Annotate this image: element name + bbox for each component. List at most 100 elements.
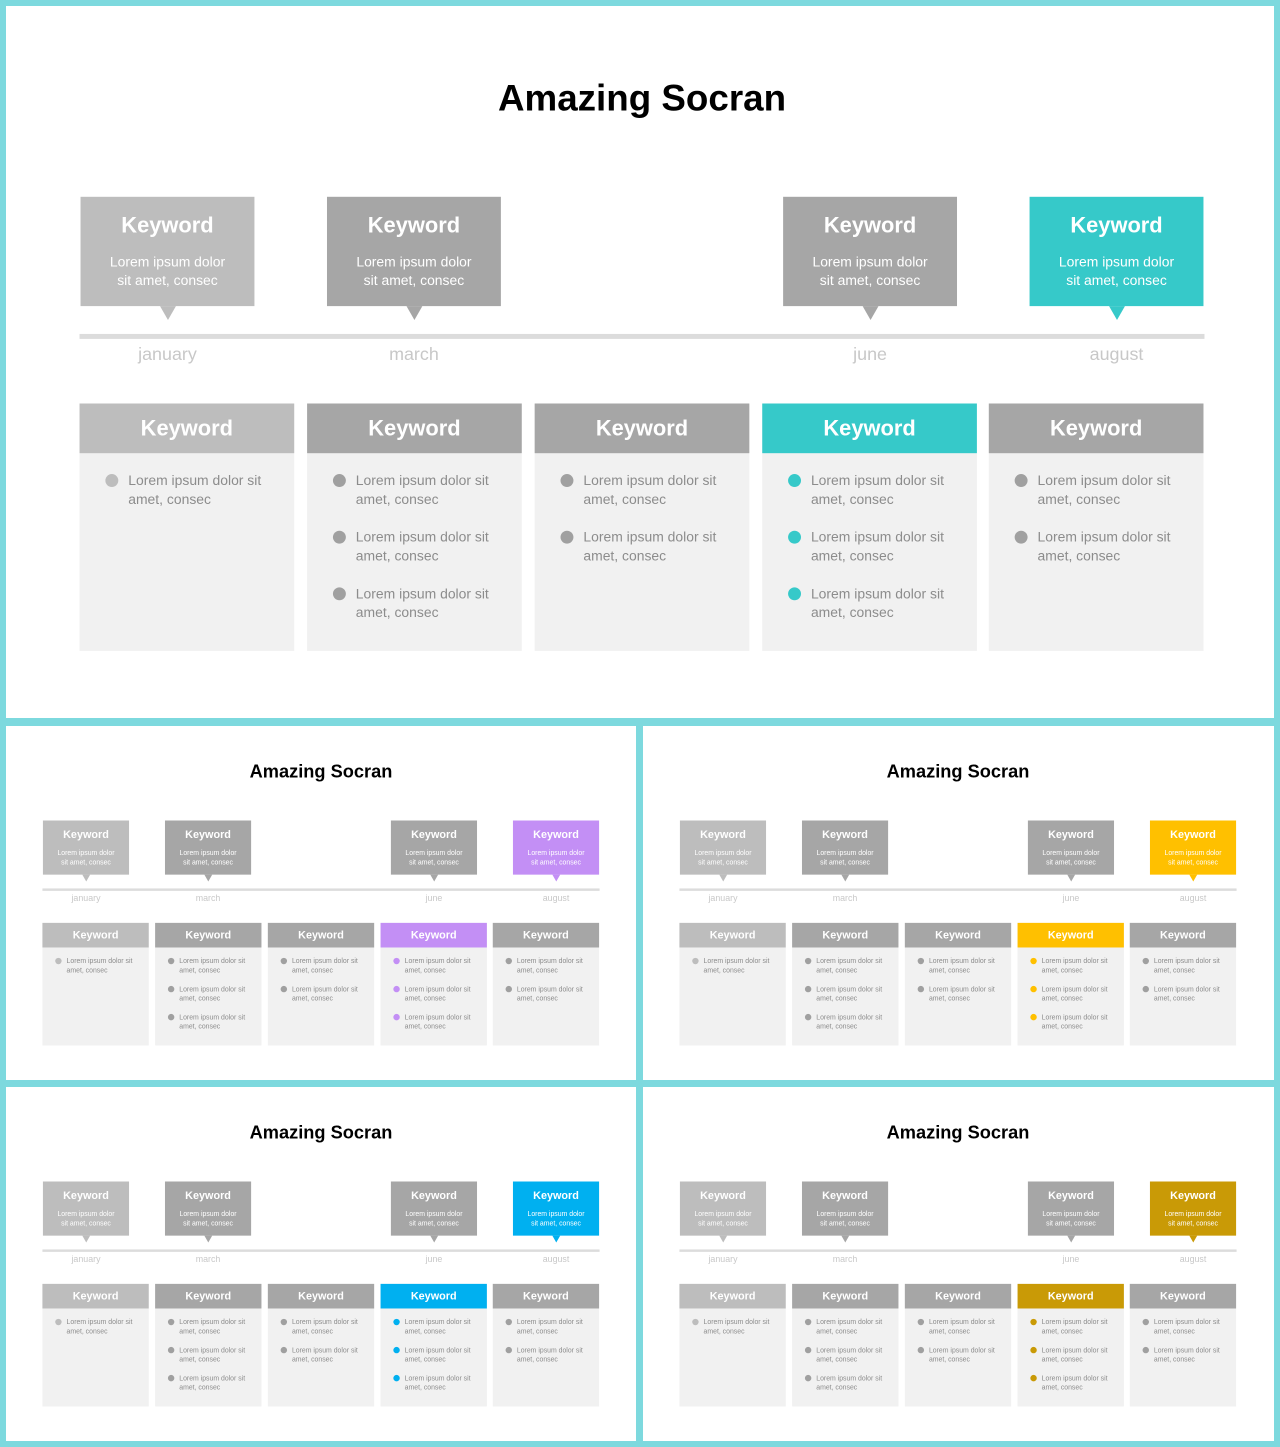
bullet-dot-icon	[1030, 1374, 1037, 1382]
bullet-dot-icon	[167, 1318, 175, 1326]
bullet-text: Lorem ipsum dolor sit amet, consec	[1153, 1317, 1220, 1336]
bullet-text: Lorem ipsum dolor sit amet, consec	[816, 984, 883, 1003]
card-bullet: Lorem ipsum dolor sit amet, consec	[332, 471, 506, 509]
keyword-card-2: Keyword Lorem ipsum dolor sit amet, cons…	[792, 1283, 899, 1407]
card-bullet: Lorem ipsum dolor sit amet, consec	[1142, 1345, 1229, 1364]
bullet-dot-icon	[55, 1318, 62, 1326]
keyword-card-4: Keyword Lorem ipsum dolor sit amet, cons…	[380, 1283, 487, 1407]
keyword-card-2: Keyword Lorem ipsum dolor sit amet, cons…	[155, 1283, 262, 1407]
callout-pointer	[204, 1235, 212, 1243]
card-bullet: Lorem ipsum dolor sit amet, consec	[1142, 984, 1229, 1003]
month-label-august: august	[542, 1254, 570, 1265]
timeline-slide: Amazing Socran Keyword Lorem ipsum dolor…	[643, 1087, 1273, 1441]
bullet-text: Lorem ipsum dolor sit amet, consec	[816, 1373, 883, 1392]
bullet-dot-icon	[1030, 957, 1037, 965]
bullet-text: Lorem ipsum dolor sit amet, consec	[404, 1317, 471, 1336]
month-label-january: january	[71, 893, 101, 904]
month-label-january: january	[708, 1254, 738, 1265]
card-bullet: Lorem ipsum dolor sit amet, consec	[55, 1317, 141, 1336]
callout-pointer	[1067, 1235, 1075, 1243]
bullet-dot-icon	[167, 1346, 175, 1354]
bullet-dot-icon	[788, 530, 801, 544]
card-title: Keyword	[792, 922, 899, 948]
bullet-dot-icon	[1030, 1346, 1037, 1354]
card-bullet: Lorem ipsum dolor sit amet, consec	[55, 956, 141, 975]
card-title: Keyword	[762, 403, 977, 454]
month-label-march: march	[832, 893, 858, 904]
bullet-dot-icon	[1014, 474, 1028, 487]
card-bullet: Lorem ipsum dolor sit amet, consec	[167, 1317, 254, 1336]
card-title: Keyword	[1017, 922, 1124, 948]
bullet-text: Lorem ipsum dolor sit amet, consec	[816, 1317, 883, 1336]
card-title: Keyword	[1129, 1283, 1237, 1309]
bullet-dot-icon	[692, 1318, 699, 1326]
bullet-text: Lorem ipsum dolor sit amet, consec	[1041, 956, 1108, 975]
keyword-card-2: Keyword Lorem ipsum dolor sit amet, cons…	[792, 922, 899, 1046]
card-bullet: Lorem ipsum dolor sit amet, consec	[692, 1317, 778, 1336]
bullet-text: Lorem ipsum dolor sit amet, consec	[291, 984, 358, 1003]
callout-june: Keyword Lorem ipsum dolor sit amet, cons…	[390, 1181, 478, 1243]
callout-keyword: Keyword	[1048, 828, 1094, 841]
card-bullet: Lorem ipsum dolor sit amet, consec	[1030, 956, 1116, 975]
month-label-march: march	[195, 893, 221, 904]
card-title: Keyword	[380, 922, 487, 948]
callout-pointer	[1189, 874, 1197, 882]
keyword-card-5: Keyword Lorem ipsum dolor sit amet, cons…	[492, 1283, 600, 1407]
card-bullet: Lorem ipsum dolor sit amet, consec	[505, 1345, 592, 1364]
callout-description: Lorem ipsum dolor sit amet, consec	[694, 848, 752, 866]
timeline-slide: Amazing Socran Keyword Lorem ipsum dolor…	[6, 6, 1274, 718]
card-bullet: Lorem ipsum dolor sit amet, consec	[393, 984, 479, 1003]
bullet-dot-icon	[804, 1318, 812, 1326]
card-bullet: Lorem ipsum dolor sit amet, consec	[804, 1012, 891, 1031]
callout-description: Lorem ipsum dolor sit amet, consec	[57, 848, 115, 866]
bullet-dot-icon	[167, 1374, 175, 1382]
callout-description: Lorem ipsum dolor sit amet, consec	[179, 848, 237, 866]
bullet-text: Lorem ipsum dolor sit amet, consec	[703, 956, 770, 975]
bullet-text: Lorem ipsum dolor sit amet, consec	[179, 956, 246, 975]
callout-pointer	[1189, 1235, 1197, 1243]
bullet-dot-icon	[1142, 1346, 1149, 1354]
month-label-june: june	[425, 893, 443, 904]
bullet-text: Lorem ipsum dolor sit amet, consec	[928, 984, 995, 1003]
callout-march: Keyword Lorem ipsum dolor sit amet, cons…	[164, 820, 252, 882]
bullet-text: Lorem ipsum dolor sit amet, consec	[703, 1317, 770, 1336]
keyword-card-1: Keyword Lorem ipsum dolor sit amet, cons…	[679, 1283, 786, 1407]
month-label-june: june	[1062, 893, 1080, 904]
bullet-dot-icon	[280, 1318, 288, 1326]
card-bullet: Lorem ipsum dolor sit amet, consec	[505, 1317, 592, 1336]
bullet-text: Lorem ipsum dolor sit amet, consec	[1037, 472, 1171, 507]
timeline-line	[42, 888, 600, 891]
bullet-dot-icon	[280, 985, 288, 993]
callout-january: Keyword Lorem ipsum dolor sit amet, cons…	[42, 1181, 130, 1243]
callout-keyword: Keyword	[823, 212, 917, 238]
month-label-march: march	[832, 1254, 858, 1265]
bullet-text: Lorem ipsum dolor sit amet, consec	[810, 585, 944, 621]
card-bullet: Lorem ipsum dolor sit amet, consec	[1030, 1317, 1116, 1336]
bullet-dot-icon	[332, 474, 346, 487]
keyword-card-5: Keyword Lorem ipsum dolor sit amet, cons…	[1129, 922, 1237, 1046]
card-bullet: Lorem ipsum dolor sit amet, consec	[167, 956, 254, 975]
callout-august: Keyword Lorem ipsum dolor sit amet, cons…	[512, 1181, 600, 1243]
card-bullet: Lorem ipsum dolor sit amet, consec	[393, 1345, 479, 1364]
bullet-text: Lorem ipsum dolor sit amet, consec	[404, 956, 471, 975]
callout-pointer	[719, 1235, 727, 1243]
card-bullet: Lorem ipsum dolor sit amet, consec	[917, 984, 1004, 1003]
card-bullet: Lorem ipsum dolor sit amet, consec	[1142, 956, 1229, 975]
callout-pointer	[841, 1235, 849, 1243]
bullet-dot-icon	[55, 957, 62, 965]
keyword-card-1: Keyword Lorem ipsum dolor sit amet, cons…	[42, 922, 149, 1046]
bullet-text: Lorem ipsum dolor sit amet, consec	[1041, 984, 1108, 1003]
bullet-dot-icon	[560, 474, 574, 487]
bullet-text: Lorem ipsum dolor sit amet, consec	[1037, 528, 1171, 564]
keyword-card-4: Keyword Lorem ipsum dolor sit amet, cons…	[1017, 1283, 1124, 1407]
slide-title: Amazing Socran	[249, 1122, 393, 1143]
callout-pointer	[1108, 306, 1125, 321]
timeline-line	[679, 1249, 1237, 1252]
keyword-card-3: Keyword Lorem ipsum dolor sit amet, cons…	[534, 403, 750, 651]
callout-keyword: Keyword	[1048, 1189, 1094, 1202]
card-bullet: Lorem ipsum dolor sit amet, consec	[105, 471, 278, 509]
keyword-card-1: Keyword Lorem ipsum dolor sit amet, cons…	[79, 403, 295, 651]
card-title: Keyword	[79, 403, 295, 454]
callout-keyword: Keyword	[411, 828, 457, 841]
card-title: Keyword	[267, 1283, 375, 1309]
